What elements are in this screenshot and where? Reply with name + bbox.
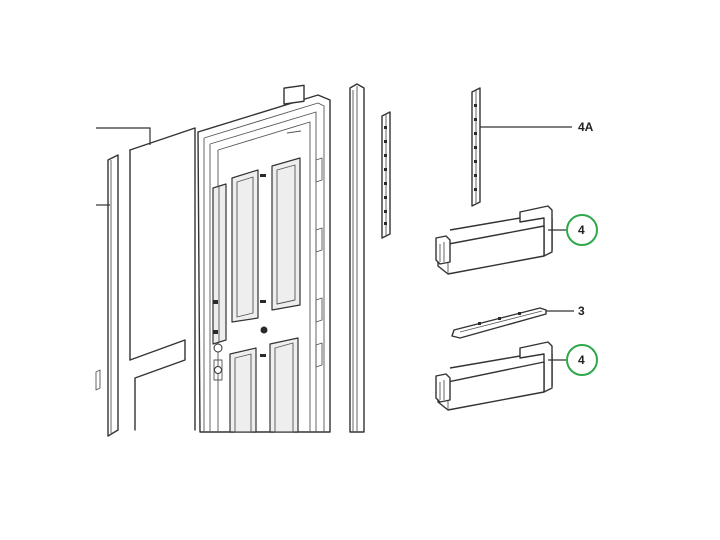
callout-highlight-ring-4-upper [566, 214, 598, 246]
callout-label-4-lower: 4 [578, 353, 585, 367]
part-4a-shelf-rail [471, 87, 481, 207]
shelf-rail-left [381, 111, 391, 239]
refrigerator-door [197, 84, 331, 433]
callout-label-3: 3 [578, 304, 585, 318]
callout-label-4a: 4A [578, 120, 594, 134]
part-3-trim-strip [451, 307, 547, 339]
door-lock-icon [260, 326, 268, 334]
brand-badge [283, 84, 305, 105]
part-4-upper-door-bin [435, 205, 553, 275]
leader-line-panel [96, 127, 151, 145]
callout-label-4-upper: 4 [578, 223, 585, 237]
callout-highlight-ring-4-lower [566, 344, 598, 376]
door-side-strip [349, 83, 365, 433]
door-gasket-panel [95, 127, 196, 437]
part-4-lower-door-bin [435, 341, 553, 411]
